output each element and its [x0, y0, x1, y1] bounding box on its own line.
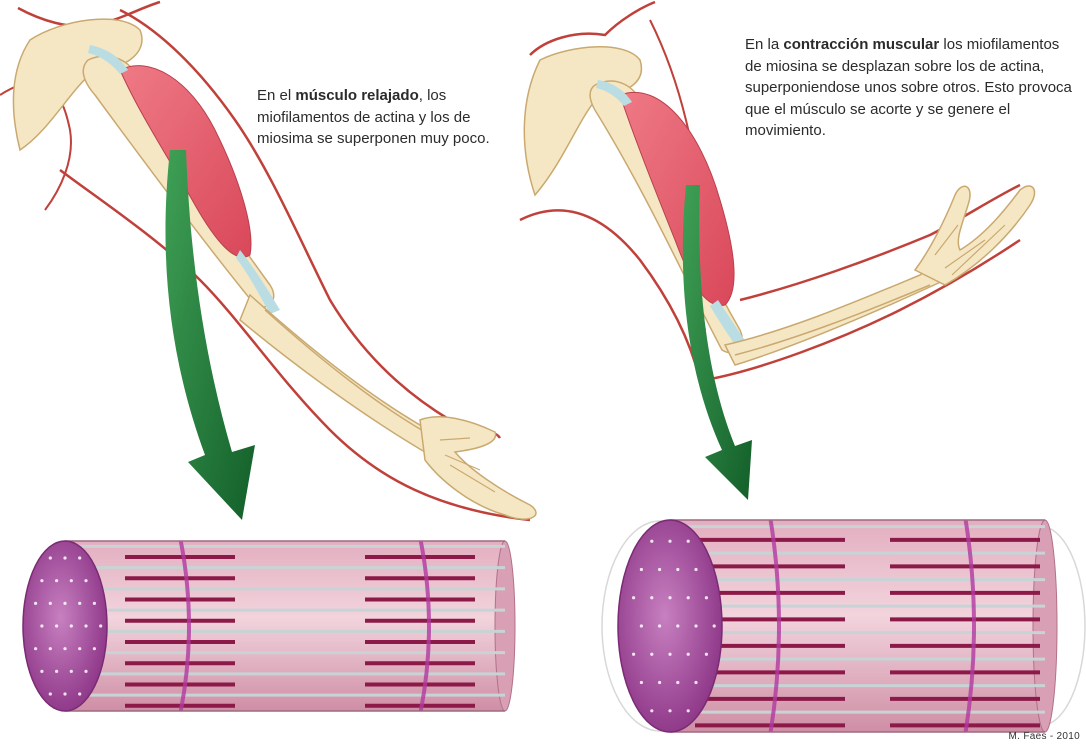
filament-cross-section-dot — [668, 540, 671, 543]
filament-cross-section-dot — [640, 681, 643, 684]
filament-cross-section-dot — [84, 579, 87, 582]
filament-cross-section-dot — [705, 596, 708, 599]
filament-cross-section-dot — [63, 556, 66, 559]
filament-cross-section-dot — [694, 568, 697, 571]
relaxed-caption-prefix: En el — [257, 87, 295, 104]
filament-cross-section-dot — [650, 653, 653, 656]
filament-cross-section-dot — [49, 692, 52, 695]
filament-cross-section-dot — [687, 596, 690, 599]
filament-cross-section-dot — [70, 670, 73, 673]
filament-cross-section-dot — [658, 568, 661, 571]
author-credit: M. Faes - 2010 — [1009, 731, 1080, 742]
filament-cross-section-dot — [658, 624, 661, 627]
forearm-bones-left — [240, 295, 440, 455]
filament-cross-section-dot — [55, 670, 58, 673]
filament-cross-section-dot — [668, 596, 671, 599]
filament-cross-section-dot — [40, 624, 43, 627]
filament-cross-section-dot — [676, 624, 679, 627]
filament-cross-section-dot — [55, 624, 58, 627]
filament-cross-section-dot — [63, 647, 66, 650]
filament-cross-section-dot — [34, 647, 37, 650]
contracted-muscle-fiber — [602, 516, 1085, 736]
fiber-cross-section-right — [618, 520, 722, 732]
filament-cross-section-dot — [632, 596, 635, 599]
filament-cross-section-dot — [668, 709, 671, 712]
filament-cross-section-dot — [705, 653, 708, 656]
filament-cross-section-dot — [668, 653, 671, 656]
filament-cross-section-dot — [78, 556, 81, 559]
filament-cross-section-dot — [658, 681, 661, 684]
filament-cross-section-dot — [40, 579, 43, 582]
relaxed-arm — [0, 2, 536, 520]
filament-cross-section-dot — [78, 602, 81, 605]
contraction-caption-bold: contracción muscular — [783, 36, 939, 53]
filament-cross-section-dot — [84, 624, 87, 627]
forearm-bones-right — [725, 265, 945, 365]
filament-cross-section-dot — [93, 647, 96, 650]
filament-cross-section-dot — [49, 556, 52, 559]
filament-cross-section-dot — [694, 681, 697, 684]
filament-cross-section-dot — [632, 653, 635, 656]
contraction-caption: En la contracción muscular los miofilame… — [745, 34, 1075, 142]
biceps-muscle-right — [620, 92, 734, 305]
relaxed-caption: En el músculo relajado, los miofilamento… — [257, 85, 497, 150]
relaxed-caption-bold: músculo relajado — [295, 87, 418, 104]
filament-cross-section-dot — [34, 602, 37, 605]
filament-cross-section-dot — [650, 596, 653, 599]
contraction-caption-prefix: En la — [745, 36, 783, 53]
filament-cross-section-dot — [650, 709, 653, 712]
filament-cross-section-dot — [676, 681, 679, 684]
filament-cross-section-dot — [70, 579, 73, 582]
filament-cross-section-dot — [687, 709, 690, 712]
fiber-cross-section-left — [23, 541, 107, 711]
filament-cross-section-dot — [49, 602, 52, 605]
filament-cross-section-dot — [63, 692, 66, 695]
filament-cross-section-dot — [93, 602, 96, 605]
filament-cross-section-dot — [63, 602, 66, 605]
filament-cross-section-dot — [78, 692, 81, 695]
filament-cross-section-dot — [640, 568, 643, 571]
filament-cross-section-dot — [78, 647, 81, 650]
filament-cross-section-dot — [40, 670, 43, 673]
filament-cross-section-dot — [694, 624, 697, 627]
filament-cross-section-dot — [84, 670, 87, 673]
hand-left — [420, 417, 536, 519]
filament-cross-section-dot — [49, 647, 52, 650]
filament-cross-section-dot — [70, 624, 73, 627]
filament-cross-section-dot — [687, 653, 690, 656]
filament-cross-section-dot — [676, 568, 679, 571]
filament-cross-section-dot — [99, 624, 102, 627]
filament-cross-section-dot — [650, 540, 653, 543]
filament-cross-section-dot — [640, 624, 643, 627]
filament-cross-section-dot — [55, 579, 58, 582]
filament-cross-section-dot — [713, 624, 716, 627]
filament-cross-section-dot — [687, 540, 690, 543]
relaxed-muscle-fiber — [23, 537, 515, 715]
